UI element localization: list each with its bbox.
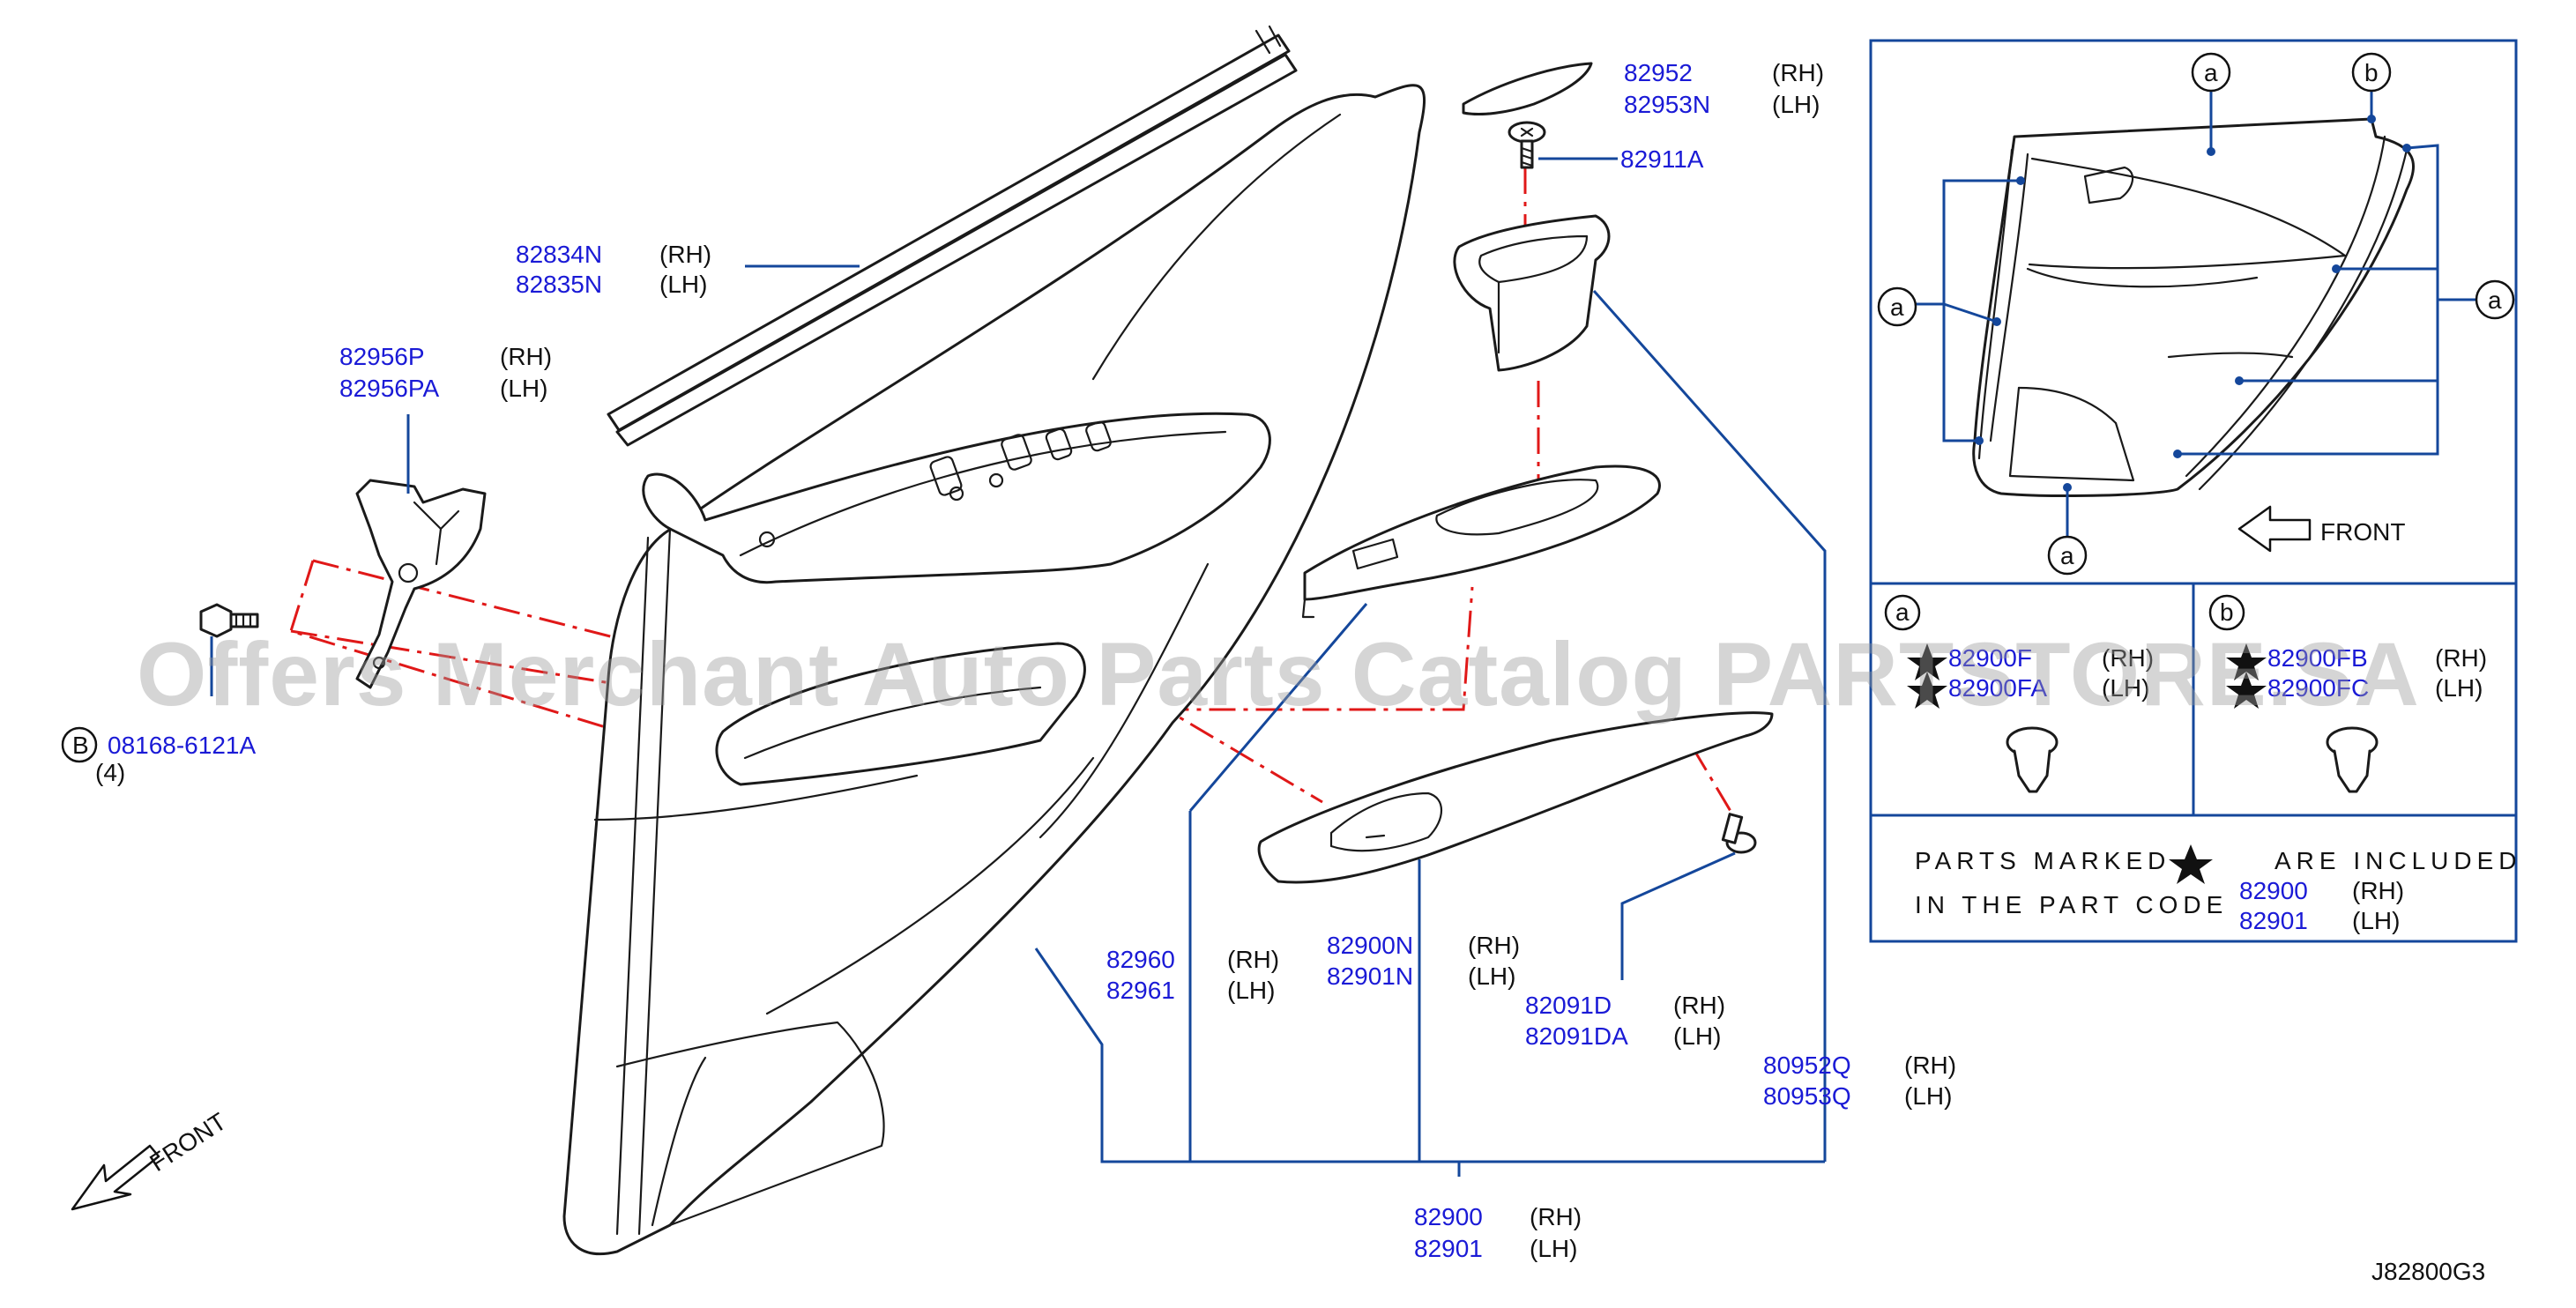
clip-b-side-rh: (RH) (2435, 644, 2487, 672)
marker-a-left: a (1890, 294, 1904, 321)
bracket-side-rh: (RH) (500, 343, 552, 370)
bolt-qty: (4) (95, 759, 125, 786)
star-icon (2226, 643, 2267, 709)
clip-a-icon (2006, 726, 2059, 793)
leader-lines (210, 157, 1827, 1177)
trim-assembly-code-lh: 82901 (1414, 1235, 1483, 1262)
note-side-rh: (RH) (2352, 877, 2404, 904)
armrest-code-lh: 82901N (1327, 962, 1413, 990)
door-bracket (355, 479, 487, 689)
front-label: FRONT (145, 1108, 231, 1178)
note-code-lh: 82901 (2239, 907, 2308, 934)
pull-handle-side-rh: (RH) (1904, 1052, 1956, 1079)
screw-top (1508, 121, 1546, 169)
armrest-finisher (1301, 464, 1661, 619)
screw-side-side-rh: (RH) (1673, 992, 1725, 1019)
clip-b-icon (2326, 726, 2379, 793)
inset-front-label: FRONT (2320, 518, 2405, 546)
marker-a-right: a (2488, 286, 2502, 314)
clip-b-code-lh: 82900FC (2267, 674, 2369, 702)
clip-a-side-rh: (RH) (2102, 644, 2154, 672)
finisher-cap (1462, 62, 1593, 115)
note-are-included: ARE INCLUDED (2274, 847, 2521, 874)
clip-a-side-lh: (LH) (2102, 674, 2149, 702)
bolt-code: 08168-6121A (108, 732, 256, 759)
bracket-code-rh: 82956P (339, 343, 425, 370)
weatherstrip-side-rh: (RH) (659, 241, 711, 268)
bolt-badge-circle (61, 726, 98, 763)
screw-side-side-lh: (LH) (1673, 1022, 1721, 1050)
clip-a-marker-letter: a (1895, 598, 1910, 626)
inset-clip-dots (1975, 115, 2411, 492)
bolt (199, 603, 259, 638)
note-side-lh: (LH) (2352, 907, 2400, 934)
star-icon (2169, 844, 2213, 884)
note-code-rh: 82900 (2239, 877, 2308, 904)
finisher-cap-side-rh: (RH) (1772, 59, 1824, 86)
trim-assembly-side-rh: (RH) (1530, 1203, 1582, 1230)
weatherstrip-side-lh: (LH) (659, 271, 707, 298)
pull-handle-code-rh: 80952Q (1763, 1052, 1851, 1079)
inset-leader-lines (1913, 81, 2477, 551)
finisher-cap-code-rh: 82952 (1624, 59, 1693, 86)
finisher-cap-side-lh: (LH) (1772, 91, 1820, 118)
armrest-side-lh: (LH) (1468, 962, 1515, 990)
bracket-code-lh: 82956PA (339, 375, 439, 402)
clip-b-side-lh: (LH) (2435, 674, 2483, 702)
screw-top-code: 82911A (1620, 145, 1704, 173)
clip-b-code-rh: 82900FB (2267, 644, 2368, 672)
note-parts-marked: PARTS MARKED (1915, 847, 2170, 874)
clip-b-marker-letter: b (2220, 598, 2234, 626)
door-weatherstrip (607, 25, 1298, 447)
weatherstrip-code-lh: 82835N (516, 271, 602, 298)
front-arrow-icon (71, 1144, 160, 1211)
trim-assembly-side-lh: (LH) (1530, 1235, 1577, 1262)
clip-a-marker (1884, 594, 1921, 631)
armrest-side-rh: (RH) (1468, 932, 1520, 959)
finisher-cap-code-lh: 82953N (1624, 91, 1710, 118)
bracket-side-lh: (LH) (500, 375, 547, 402)
armrest (1257, 711, 1774, 884)
diagram-code: J82800G3 (2371, 1258, 2485, 1285)
screw-side (1721, 813, 1757, 854)
pull-handle-side-lh: (LH) (1904, 1082, 1952, 1110)
armrest-finisher-side-lh: (LH) (1227, 977, 1275, 1004)
screw-side-code-rh: 82091D (1525, 992, 1612, 1019)
inset-door-outline (1972, 117, 2415, 497)
armrest-finisher-code-rh: 82960 (1106, 946, 1175, 973)
trim-assembly-code-rh: 82900 (1414, 1203, 1483, 1230)
bolt-badge-letter: B (72, 732, 89, 759)
watermark-text: Offers Merchant Auto Parts Catalog PARTS… (137, 624, 2420, 725)
note-in-part-code: IN THE PART CODE (1915, 891, 2228, 918)
armrest-code-rh: 82900N (1327, 932, 1413, 959)
pull-pocket-cup (1453, 214, 1611, 372)
armrest-finisher-code-lh: 82961 (1106, 977, 1175, 1004)
clip-a-code-lh: 82900FA (1948, 674, 2047, 702)
pull-handle-code-lh: 80953Q (1763, 1082, 1851, 1110)
star-icon (1907, 643, 1947, 709)
clip-b-marker (2208, 594, 2245, 631)
marker-b-top: b (2364, 59, 2379, 86)
inset-front-arrow-icon (2237, 505, 2312, 553)
marker-a-top: a (2204, 59, 2218, 86)
marker-a-bottom: a (2060, 542, 2074, 569)
weatherstrip-code-rh: 82834N (516, 241, 602, 268)
clip-a-code-rh: 82900F (1948, 644, 2032, 672)
armrest-finisher-side-rh: (RH) (1227, 946, 1279, 973)
inset-markers (1877, 52, 2515, 576)
screw-side-code-lh: 82091DA (1525, 1022, 1628, 1050)
door-trim-panel (562, 84, 1426, 1256)
